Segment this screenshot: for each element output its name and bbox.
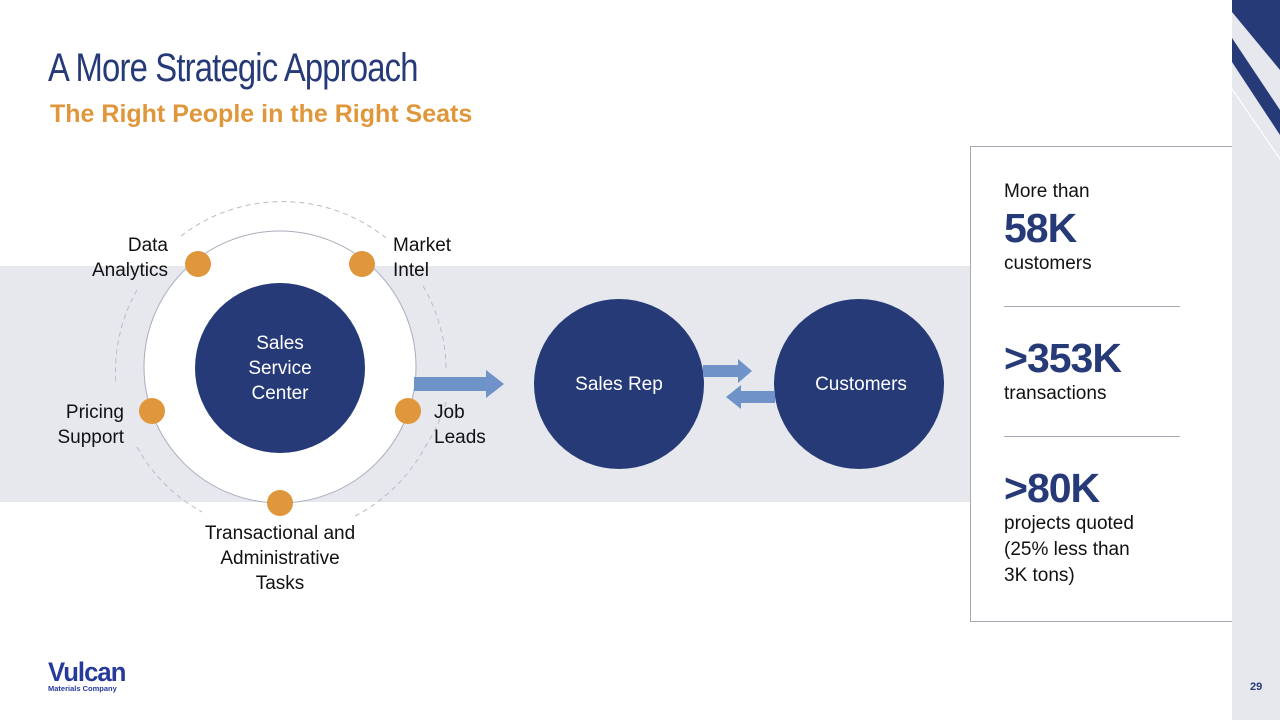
center-label-line: Service bbox=[248, 357, 312, 379]
label-line: Market bbox=[393, 235, 452, 256]
company-logo: Vulcan Materials Company bbox=[48, 657, 130, 694]
label-line: Tasks bbox=[255, 573, 305, 594]
stats-panel: More than 58K customers >353K transactio… bbox=[970, 146, 1232, 622]
stat-value: >80K bbox=[1004, 465, 1100, 511]
center-label-line: Center bbox=[251, 382, 309, 404]
market-intel-node bbox=[349, 251, 375, 277]
stat-divider bbox=[1004, 436, 1180, 437]
page-subtitle: The Right People in the Right Seats bbox=[50, 100, 473, 128]
label-line: Analytics bbox=[91, 260, 168, 281]
label-line: Data bbox=[127, 235, 168, 256]
stat-caption-line: 3K tons) bbox=[1004, 565, 1075, 586]
decorative-side-strip bbox=[1232, 0, 1280, 720]
customers-circle bbox=[774, 299, 944, 469]
stat-divider bbox=[1004, 306, 1180, 307]
stat-caption-line: projects quoted bbox=[1004, 513, 1134, 534]
label-line: Job bbox=[434, 402, 465, 423]
label-line: Pricing bbox=[65, 402, 124, 423]
market-intel-label: Market Intel bbox=[393, 233, 451, 283]
sales-rep-label: Sales Rep bbox=[575, 374, 663, 395]
stat-caption-line: (25% less than bbox=[1004, 539, 1130, 560]
sales-service-center-label: Sales Service Center bbox=[195, 330, 365, 406]
transactional-label: Transactional and Administrative Tasks bbox=[180, 521, 380, 596]
stat-value: 58K bbox=[1004, 205, 1077, 251]
page-number: 29 bbox=[1250, 681, 1263, 693]
diagonal-stripes-decoration bbox=[1232, 0, 1280, 160]
label-line: Administrative bbox=[220, 548, 340, 569]
dashed-outer-ring bbox=[115, 201, 447, 517]
stat-customers: More than 58K customers bbox=[1004, 179, 1184, 277]
sales-service-diagram bbox=[115, 201, 944, 517]
label-line: Intel bbox=[393, 260, 429, 281]
stat-caption: transactions bbox=[1004, 383, 1107, 404]
label-line: Leads bbox=[434, 427, 486, 448]
data-analytics-node bbox=[185, 251, 211, 277]
job-leads-label: Job Leads bbox=[434, 400, 486, 450]
stat-prefix: More than bbox=[1004, 181, 1090, 202]
stat-transactions: >353K transactions bbox=[1004, 335, 1184, 407]
page-title: A More Strategic Approach bbox=[48, 46, 418, 90]
arrow-to-sales-rep-icon bbox=[414, 370, 504, 398]
pricing-support-label: Pricing Support bbox=[20, 400, 124, 450]
logo-wordmark: Vulcan bbox=[48, 657, 126, 687]
job-leads-node bbox=[395, 398, 421, 424]
stat-caption: customers bbox=[1004, 253, 1092, 274]
data-analytics-label: Data Analytics bbox=[60, 233, 168, 283]
logo-subtitle: Materials Company bbox=[48, 684, 117, 693]
sales-rep-circle bbox=[534, 299, 704, 469]
center-label-line: Sales bbox=[256, 332, 304, 354]
stat-value: >353K bbox=[1004, 335, 1122, 381]
transactional-node bbox=[267, 490, 293, 516]
arrow-to-sales-rep-back-icon bbox=[726, 385, 775, 409]
stat-projects: >80K projects quoted (25% less than 3K t… bbox=[1004, 465, 1184, 589]
customers-label: Customers bbox=[815, 374, 907, 395]
pricing-support-node bbox=[139, 398, 165, 424]
arrow-to-customers-icon bbox=[703, 359, 752, 383]
sales-service-center-circle bbox=[195, 283, 365, 453]
label-line: Support bbox=[57, 427, 124, 448]
label-line: Transactional and bbox=[204, 523, 356, 544]
